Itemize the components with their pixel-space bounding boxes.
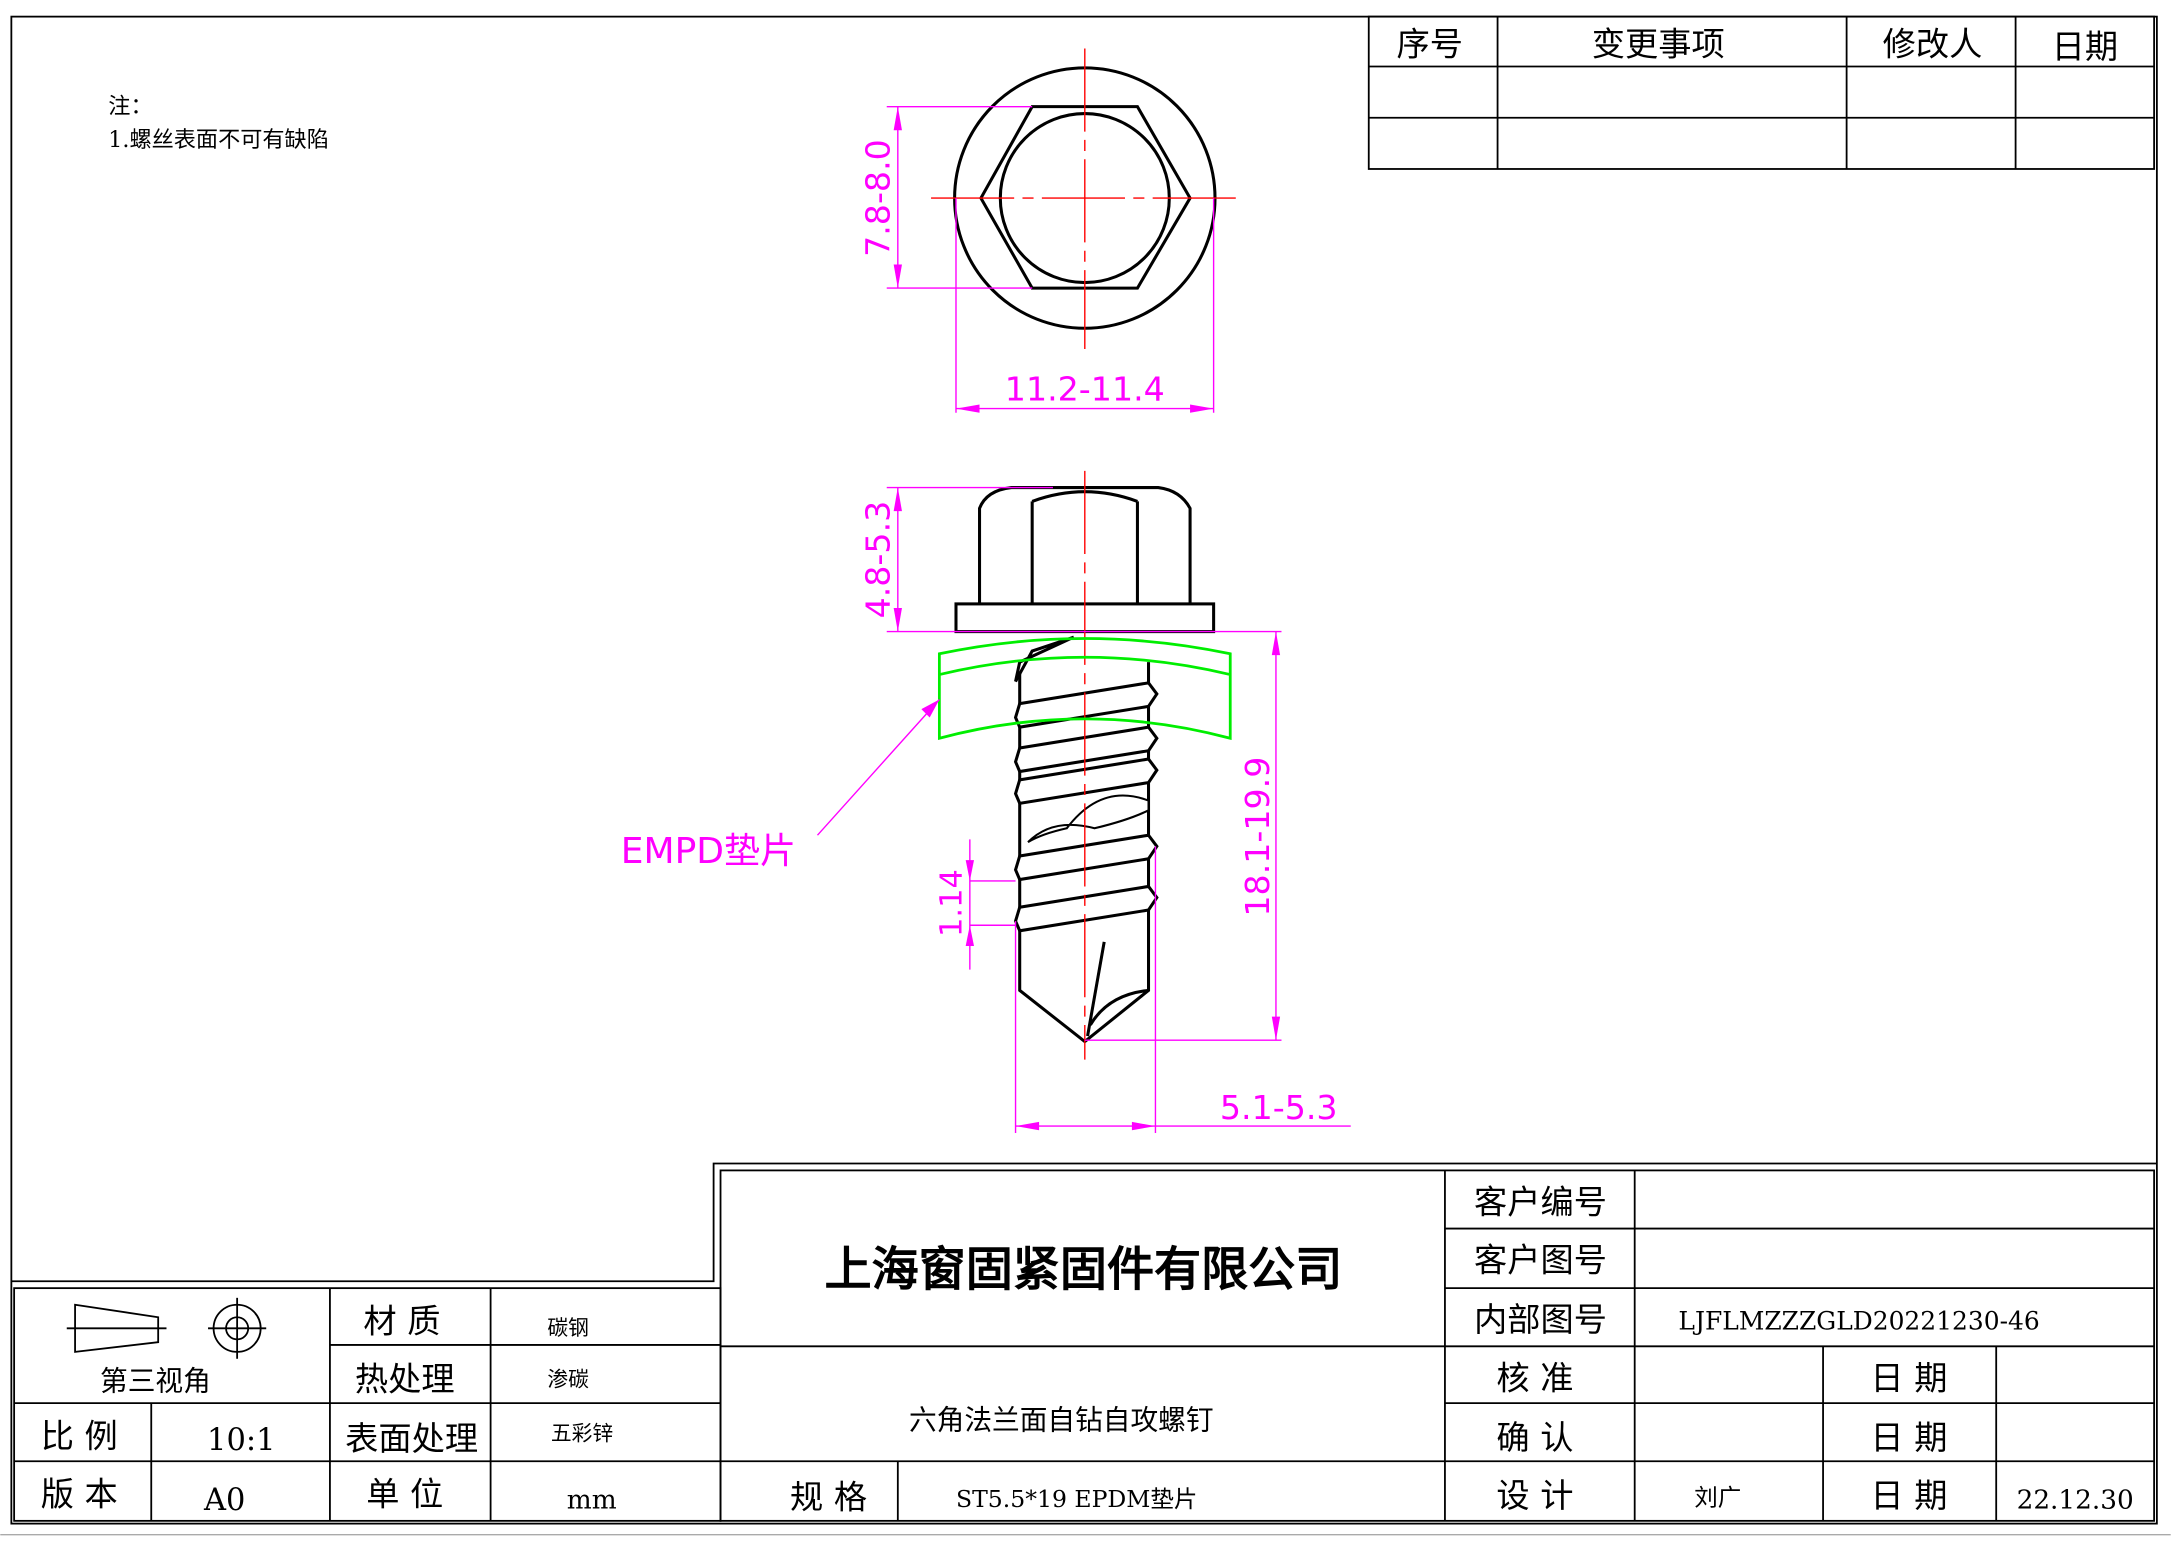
dim-length: 18.1-19.9 xyxy=(1238,757,1277,917)
design-label: 设 计 xyxy=(1496,1476,1573,1515)
surface-label: 表面处理 xyxy=(345,1419,478,1458)
approve-date-label: 日 期 xyxy=(1870,1358,1947,1397)
heat-label: 热处理 xyxy=(355,1360,455,1399)
customer-dwg-label: 客户图号 xyxy=(1474,1241,1607,1280)
scale-value: 10:1 xyxy=(207,1423,275,1458)
approve-label: 核 准 xyxy=(1496,1358,1573,1397)
scale-label: 比 例 xyxy=(41,1416,118,1455)
version-label: 版 本 xyxy=(41,1475,118,1514)
internal-dwg-label: 内部图号 xyxy=(1474,1300,1607,1339)
side-view: 4.8-5.3 18.1-19.9 5.1-5.3 1.14 EMPD垫片 xyxy=(621,470,1351,1134)
rev-header-change: 变更事项 xyxy=(1592,24,1725,63)
heat-value: 渗碳 xyxy=(547,1367,589,1391)
material-value: 碳钢 xyxy=(547,1316,589,1340)
confirm-date-label: 日 期 xyxy=(1870,1418,1947,1457)
dim-pitch: 1.14 xyxy=(935,869,970,937)
surface-value: 五彩锌 xyxy=(551,1422,613,1446)
internal-dwg-value: LJFLMZZZGLD20221230-46 xyxy=(1678,1307,2039,1336)
projection-label: 第三视角 xyxy=(100,1365,211,1398)
dim-thread-diameter: 5.1-5.3 xyxy=(1220,1088,1338,1127)
sheet-border xyxy=(10,15,2158,1525)
revision-table: 序号 变更事项 修改人 日期 xyxy=(1367,15,2156,170)
unit-label: 单 位 xyxy=(366,1475,443,1514)
rev-header-editor: 修改人 xyxy=(1883,24,1983,63)
washer-label: EMPD垫片 xyxy=(621,831,796,872)
dim-head-height: 4.8-5.3 xyxy=(859,501,898,619)
design-date-value: 22.12.30 xyxy=(2017,1485,2134,1515)
notes-title: 注： xyxy=(108,94,152,120)
dim-flange-diameter: 11.2-11.4 xyxy=(1005,369,1165,408)
design-date-label: 日 期 xyxy=(1870,1476,1947,1515)
product-name: 六角法兰面自钻自攻螺钉 xyxy=(909,1403,1214,1436)
customer-no-label: 客户编号 xyxy=(1474,1182,1607,1221)
confirm-label: 确 认 xyxy=(1496,1418,1573,1457)
designer-value: 刘广 xyxy=(1694,1484,1741,1512)
unit-value: mm xyxy=(567,1485,617,1515)
notes-line-1: 1.螺丝表面不可有缺陷 xyxy=(108,127,329,153)
spec-value: ST5.5*19 EPDM垫片 xyxy=(956,1485,1197,1513)
title-block: 第三视角 材 质 碳钢 热处理 渗碳 比 例 10:1 表面处理 五彩锌 版 本… xyxy=(11,1162,2157,1522)
rev-header-no: 序号 xyxy=(1396,24,1462,63)
spec-label: 规 格 xyxy=(790,1477,867,1516)
top-view: 7.8-8.0 11.2-11.4 xyxy=(859,48,1239,413)
rev-header-date: 日期 xyxy=(2052,27,2118,66)
epdm-washer xyxy=(937,637,1232,741)
dim-hex-across-flats: 7.8-8.0 xyxy=(859,139,898,257)
version-value: A0 xyxy=(203,1483,245,1518)
material-label: 材 质 xyxy=(363,1301,440,1340)
company-name: 上海窗固紧固件有限公司 xyxy=(824,1242,1342,1297)
third-angle-projection-icon xyxy=(66,1297,267,1359)
